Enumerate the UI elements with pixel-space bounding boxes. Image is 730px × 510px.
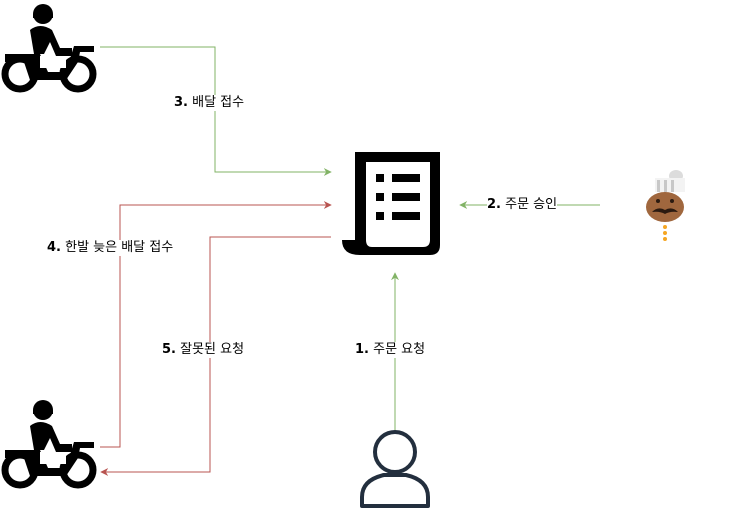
chef-icon	[646, 170, 685, 241]
edge-step4	[100, 201, 332, 448]
step5-label: 5. 잘못된 요청	[162, 342, 245, 358]
motorcycle-rider-icon	[1, 400, 97, 489]
step2-label: 2. 주문 승인	[487, 197, 558, 213]
step3-label: 3. 배달 접수	[174, 95, 245, 111]
step1-label: 1. 주문 요청	[355, 342, 426, 358]
motorcycle-rider-icon	[1, 4, 97, 93]
receipt-document-icon	[342, 152, 440, 255]
step4-label: 4. 한발 늦은 배달 접수	[47, 240, 174, 256]
user-icon	[360, 430, 430, 508]
